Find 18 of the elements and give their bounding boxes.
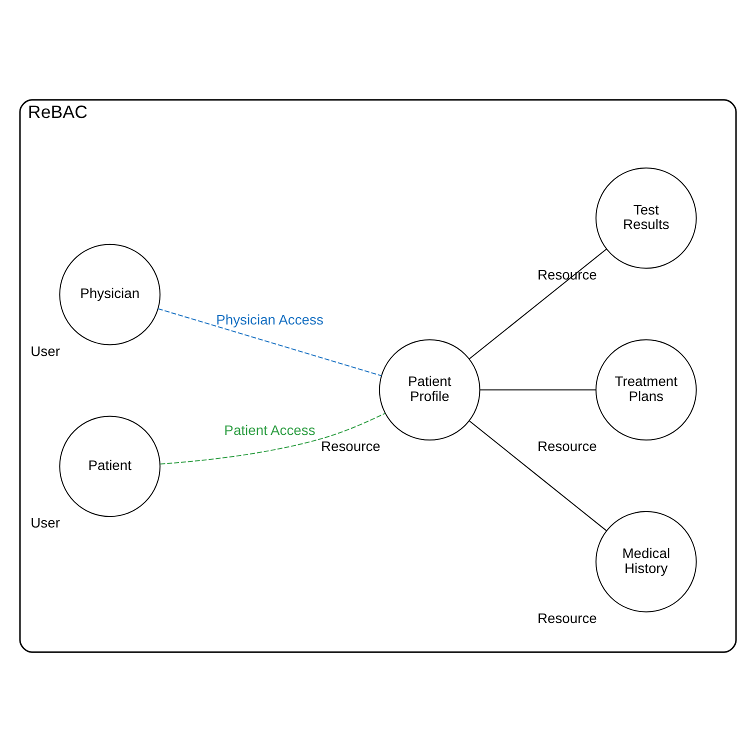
node-circle: Patient Profile (379, 338, 480, 440)
edge-label: Physician Access (216, 311, 324, 328)
node-circle: Patient (59, 415, 161, 517)
node-circle: Test Results (595, 166, 697, 268)
node-label: Resource (537, 609, 597, 626)
connector (479, 388, 596, 390)
connector (468, 420, 608, 531)
node-label: User (30, 342, 60, 358)
node-label: Resource (537, 438, 597, 454)
node-label: User (30, 514, 60, 530)
edge-label: Patient Access (224, 421, 316, 438)
connector (468, 248, 608, 359)
connector (160, 412, 386, 464)
node-circle: Physician (59, 243, 161, 345)
connector (158, 308, 382, 376)
node-circle: Treatment Plans (595, 338, 697, 440)
node-circle: Medical History (595, 510, 697, 612)
node-label: Resource (320, 438, 380, 454)
